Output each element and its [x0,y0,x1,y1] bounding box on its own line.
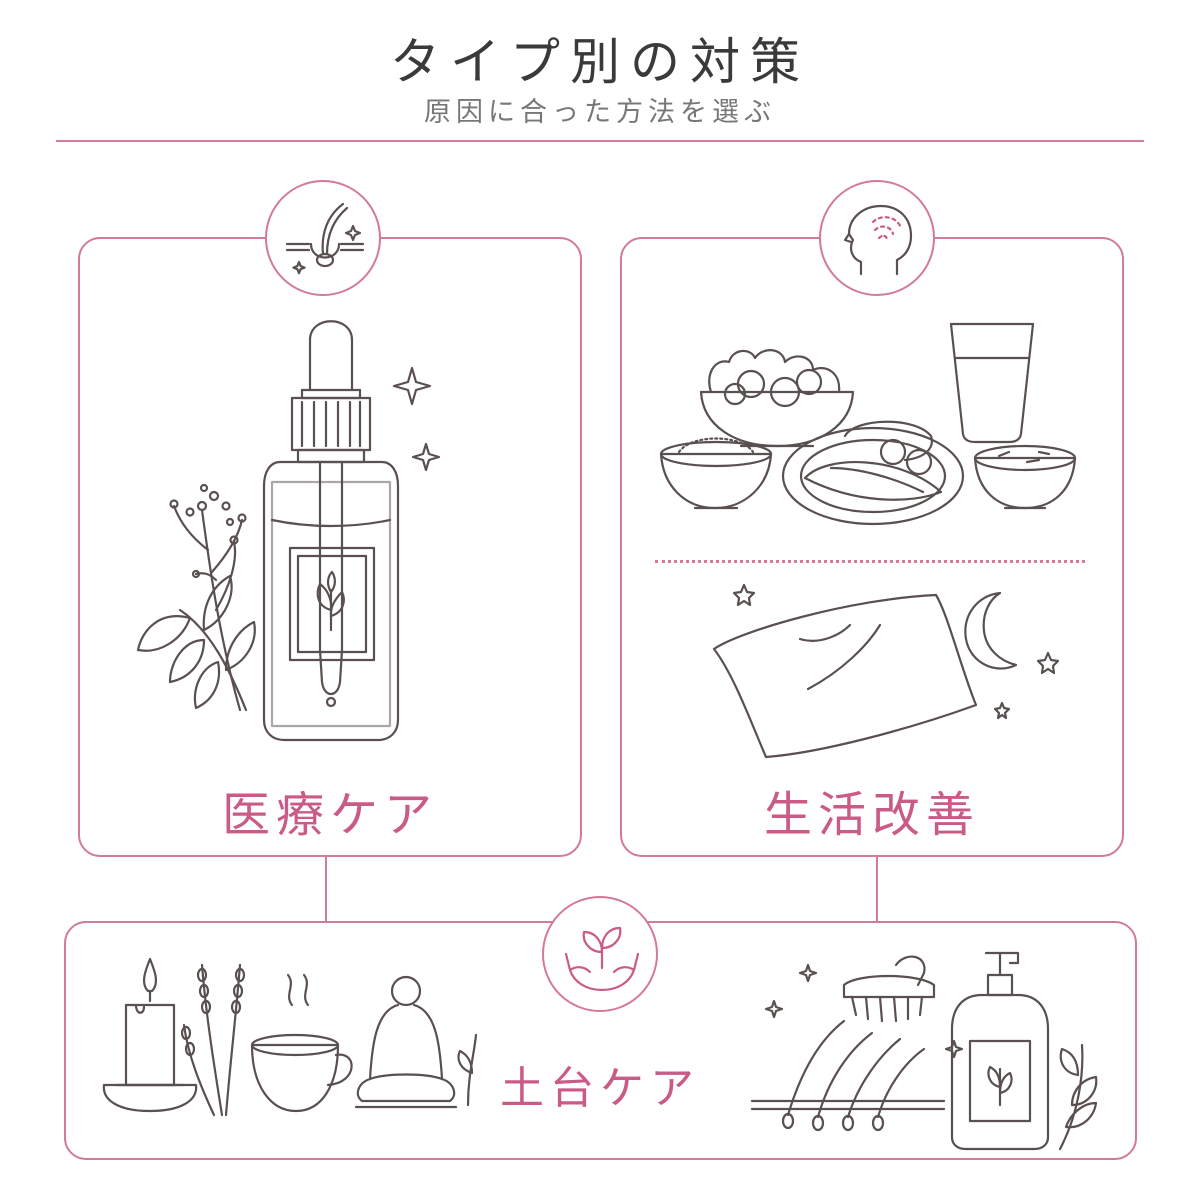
connector-right [876,857,878,921]
lifestyle-divider [655,560,1085,563]
relaxation-items-illustration [102,957,478,1117]
sprout-hands-icon [564,926,640,992]
header-divider [56,140,1144,142]
badge-foundation [542,896,658,1012]
label-foundation-care: 土台ケア [500,1063,700,1114]
hair-follicle-icon [285,202,365,275]
serum-bottle-illustration [136,320,441,742]
label-medical-care: 医療ケア [221,787,438,843]
scalp-care-illustration [750,951,1098,1151]
badge-lifestyle [819,180,935,296]
label-lifestyle-improvement: 生活改善 [763,787,980,843]
badge-medical [265,180,381,296]
connector-left [325,857,327,921]
card-lifestyle-improvement [620,237,1124,857]
healthy-meal-illustration [659,322,1077,526]
sleep-pillow-illustration [712,583,1060,759]
page-title: タイプ別の対策 [390,33,810,91]
head-mind-icon [843,204,913,276]
page-subtitle: 原因に合った方法を選ぶ [424,97,776,128]
